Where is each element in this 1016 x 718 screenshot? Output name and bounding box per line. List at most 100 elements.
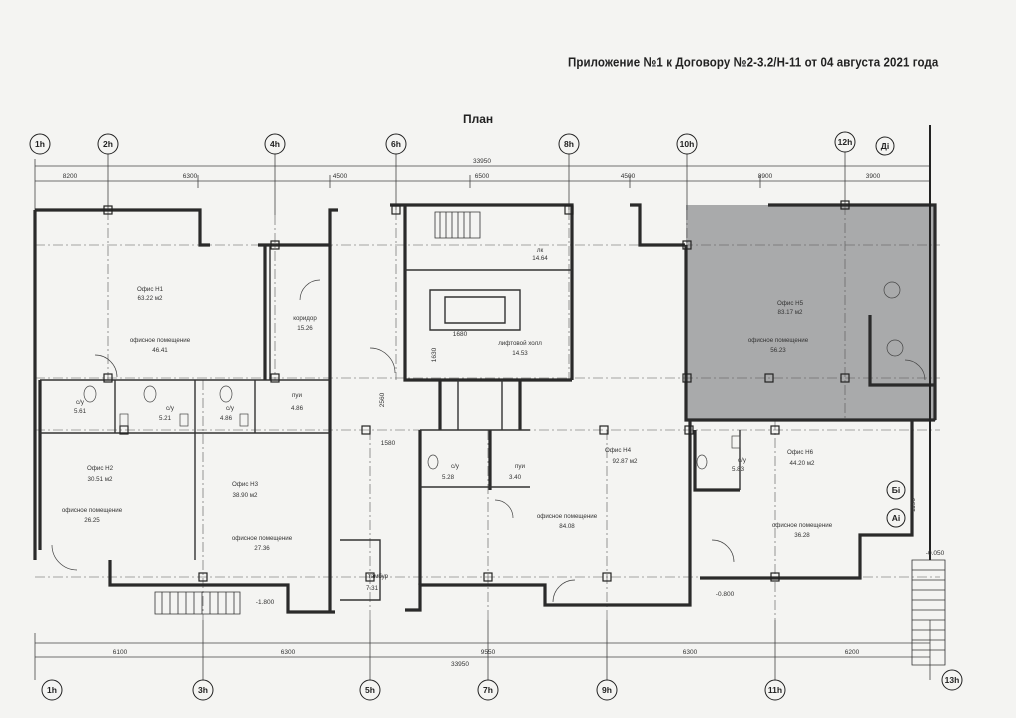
dimension-segment: 4500 — [333, 173, 348, 180]
room-use-area: 26.25 — [84, 517, 100, 524]
axis-label: 3h — [198, 685, 208, 695]
interior-partitions — [40, 245, 741, 601]
dimension-interior: 2560 — [379, 392, 386, 407]
bottom-dimension-lines — [34, 620, 931, 680]
top-axis-labels: 1h 2h 4h 6h 8h 10h 12h Дi — [35, 137, 889, 151]
room-area: 83.17 м2 — [778, 309, 803, 316]
room-use: офисное помещение — [232, 535, 293, 542]
dimension-interior: 1680 — [453, 331, 468, 338]
axis-label: 13h — [945, 675, 960, 685]
dimension-total: 33950 — [451, 661, 469, 668]
dimension-segment: 4500 — [621, 173, 636, 180]
room-name: с/у — [76, 399, 85, 406]
bottom-dimension-values: 6100 6300 9550 6300 6200 33950 — [113, 649, 860, 668]
contract-appendix-header: Приложение №1 к Договору №2-3.2/Н-11 от … — [568, 56, 939, 70]
room-name: Офис Н2 — [87, 465, 114, 472]
axis-label: Аi — [892, 513, 901, 523]
room-name: Офис Н6 — [787, 449, 814, 456]
dimension-interior: 1580 — [381, 440, 396, 447]
level-mark: -0.050 — [926, 550, 945, 557]
room-use: офисное помещение — [537, 513, 598, 520]
side-axis-bubbles — [886, 480, 906, 528]
room-name: лк — [537, 247, 544, 254]
axis-label: 10h — [680, 139, 695, 149]
room-area: 63.22 м2 — [138, 295, 163, 302]
room-name: с/у — [166, 405, 175, 412]
room-area: 5.83 — [732, 466, 745, 473]
axis-label: 6h — [391, 139, 401, 149]
room-area: 5.61 — [74, 408, 87, 415]
axis-label: 1h — [35, 139, 45, 149]
axis-label: Бi — [892, 485, 900, 495]
axis-label: 8h — [564, 139, 574, 149]
dimension-segment: 6100 — [113, 649, 128, 656]
room-use-area: 27.36 — [254, 545, 270, 552]
room-area: 15.26 — [297, 325, 313, 332]
dimension-segment: 6300 — [281, 649, 296, 656]
room-area: 7.31 — [366, 585, 379, 592]
axis-label: 5h — [365, 685, 375, 695]
room-name: коридор — [293, 315, 317, 322]
room-area: 4.86 — [291, 405, 304, 412]
dimension-total: 33950 — [473, 158, 491, 165]
room-name: лифтовой холл — [498, 340, 542, 347]
office-n5-highlight — [686, 205, 936, 421]
room-area: 14.53 — [512, 350, 528, 357]
room-area: 30.51 м2 — [88, 476, 113, 483]
plan-title: План — [463, 112, 494, 126]
room-name: с/у — [738, 457, 747, 464]
dimension-interior: 1190 — [910, 498, 917, 512]
stair-flights — [154, 211, 946, 666]
dimension-segment: 6300 — [683, 649, 698, 656]
dimension-segment: 9550 — [481, 649, 496, 656]
dimension-segment: 8900 — [758, 173, 773, 180]
room-area: 92.87 м2 — [613, 458, 638, 465]
level-mark: -1.800 — [256, 599, 275, 606]
room-name: пуи — [292, 392, 302, 399]
room-area: 38.90 м2 — [233, 492, 258, 499]
room-area: 44.20 м2 — [790, 460, 815, 467]
sanitary-fixtures — [83, 281, 904, 470]
top-dimension-lines — [34, 152, 930, 215]
interior-dimension-values: 1580 1680 2560 1630 1190 -1.800 -0.050 -… — [256, 331, 945, 606]
level-mark: -0.800 — [716, 591, 735, 598]
room-use: офисное помещение — [62, 507, 123, 514]
room-name: пуи — [515, 463, 525, 470]
axis-label: 1h — [47, 685, 57, 695]
room-name: Офис Н4 — [605, 447, 632, 454]
room-name: с/у — [226, 405, 235, 412]
axis-label: 4h — [270, 139, 280, 149]
axis-label: 11h — [768, 685, 782, 695]
room-area: 3.40 — [509, 474, 522, 481]
top-dimension-values: 33950 8200 6300 4500 6500 4500 8900 3900 — [63, 158, 881, 180]
room-name: с/у — [451, 463, 460, 470]
dimension-segment: 6200 — [845, 649, 860, 656]
structural-columns — [103, 200, 850, 582]
exterior-walls — [33, 203, 937, 614]
room-name: Офис Н1 — [137, 286, 164, 293]
axis-label: Дi — [881, 141, 889, 151]
dimension-interior: 1630 — [431, 347, 438, 362]
room-use-area: 36.28 — [794, 532, 810, 539]
dimension-segment: 3900 — [866, 173, 881, 180]
door-swings — [51, 279, 926, 603]
room-name: Офис Н3 — [232, 481, 259, 488]
room-area: 14.64 — [532, 255, 548, 262]
room-use: офисное помещение — [130, 337, 191, 344]
dimension-segment: 6300 — [183, 173, 198, 180]
room-use: офисное помещение — [772, 522, 833, 529]
side-axis-labels: Бi Аi — [892, 485, 901, 523]
room-labels: Офис Н1 63.22 м2 офисное помещение 46.41… — [62, 247, 833, 592]
room-area: 4.86 — [220, 415, 233, 422]
axis-label: 2h — [103, 139, 113, 149]
room-use-area: 56.23 — [770, 347, 786, 354]
room-use-area: 84.08 — [559, 523, 575, 530]
room-area: 5.28 — [442, 474, 455, 481]
room-name: Офис Н5 — [777, 300, 804, 307]
room-area: 5.21 — [159, 415, 172, 422]
dimension-segment: 8200 — [63, 173, 78, 180]
dimension-segment: 6500 — [475, 173, 490, 180]
axis-label: 9h — [602, 685, 612, 695]
